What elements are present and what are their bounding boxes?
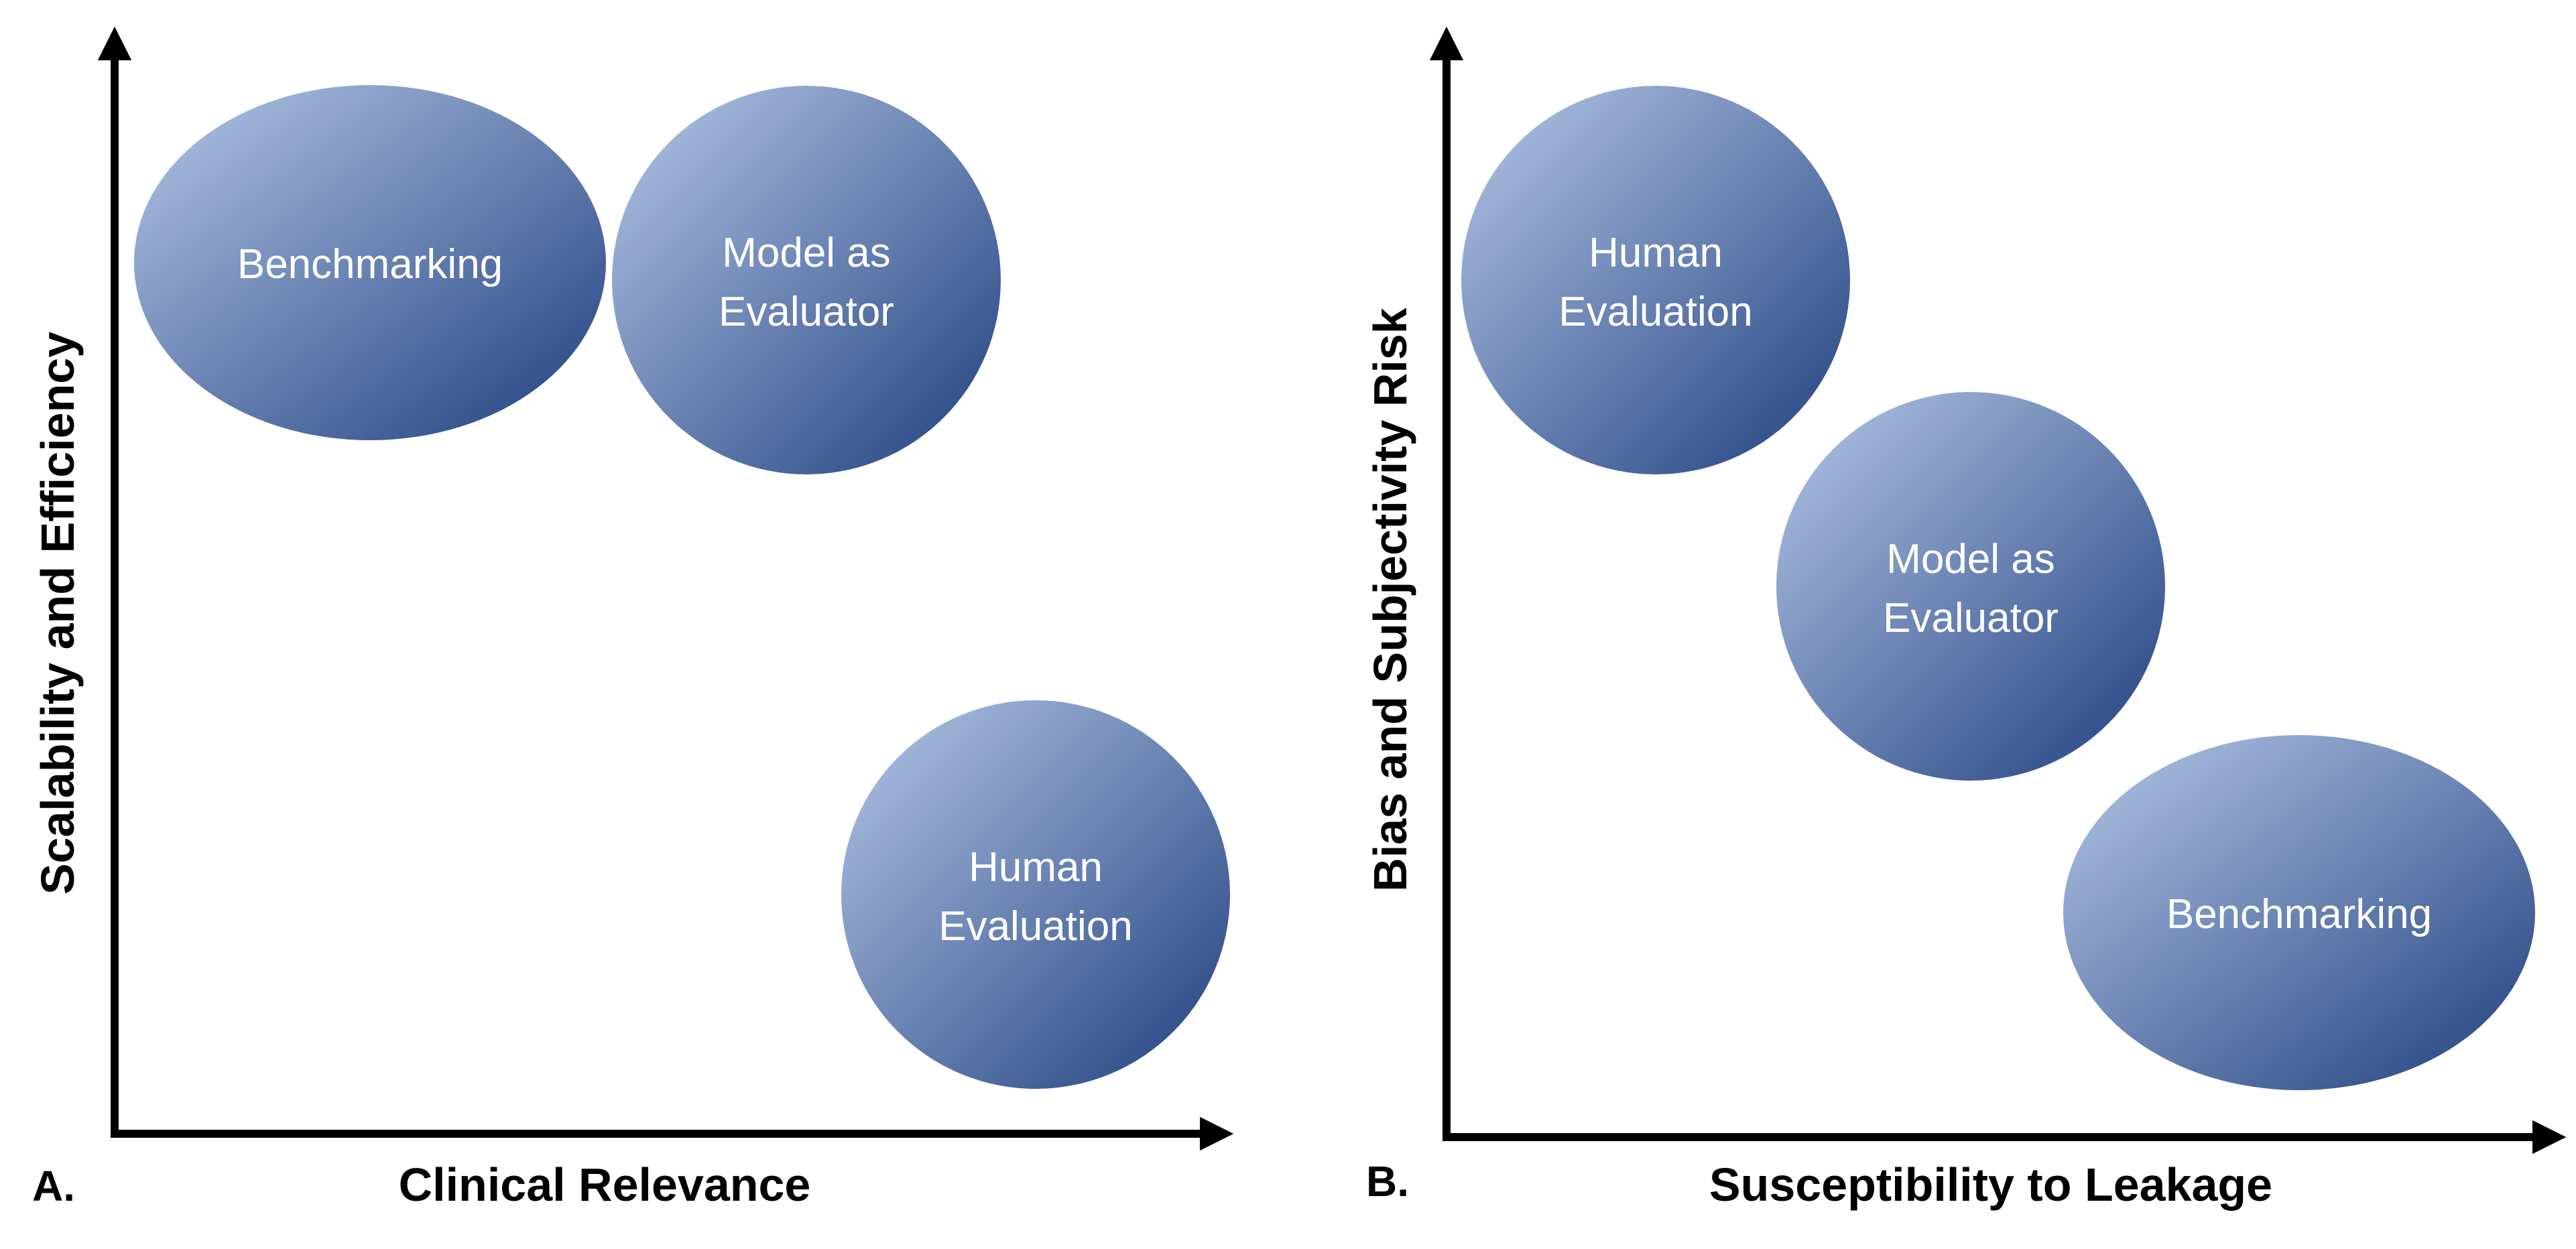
bubble-human-evaluation-b-label-line1: Human [1589, 230, 1723, 276]
bubble-model-as-evaluator: Model as Evaluator [612, 86, 1001, 474]
bubble-model-as-evaluator-b-shape [1776, 392, 2165, 781]
panel-a-y-axis-label: Scalability and Efficiency [32, 332, 84, 895]
bubble-model-as-evaluator-b-label-line2: Evaluator [1883, 595, 2059, 641]
panel-a-x-axis-label: Clinical Relevance [399, 1159, 811, 1211]
bubble-model-as-evaluator-b-label-line1: Model as [1886, 536, 2055, 582]
panel-b-letter: B. [1366, 1157, 1409, 1205]
bubble-human-evaluation-label-line2: Evaluation [938, 903, 1133, 949]
bubble-benchmarking: Benchmarking [134, 85, 606, 440]
panel-b: Bias and Subjectivity Risk Susceptibilit… [1364, 26, 2567, 1211]
bubble-human-evaluation-b-shape [1461, 86, 1850, 474]
bubble-human-evaluation-label-line1: Human [969, 844, 1103, 891]
bubble-benchmarking-b-label: Benchmarking [2166, 891, 2432, 937]
bubble-model-as-evaluator-label-line2: Evaluator [719, 289, 894, 335]
bubble-model-as-evaluator-b: Model as Evaluator [1776, 392, 2165, 781]
bubble-human-evaluation-b-label-line2: Evaluation [1558, 289, 1753, 335]
bubble-benchmarking-label: Benchmarking [237, 241, 503, 287]
bubble-benchmarking-b-shape [2063, 735, 2535, 1090]
panel-b-x-axis-label: Susceptibility to Leakage [1709, 1159, 2272, 1211]
bubble-human-evaluation: Human Evaluation [841, 700, 1230, 1089]
bubble-benchmarking-b: Benchmarking [2063, 735, 2535, 1090]
bubble-human-evaluation-b: Human Evaluation [1461, 86, 1850, 474]
bubble-benchmarking-shape [134, 85, 606, 440]
panel-a-letter: A. [32, 1162, 75, 1210]
panel-b-y-axis-label: Bias and Subjectivity Risk [1364, 308, 1416, 891]
bubble-model-as-evaluator-label-line1: Model as [722, 230, 891, 276]
bubble-human-evaluation-shape [841, 700, 1230, 1089]
bubble-model-as-evaluator-shape [612, 86, 1001, 474]
panel-a: Scalability and Efficiency Clinical Rele… [32, 26, 1234, 1211]
